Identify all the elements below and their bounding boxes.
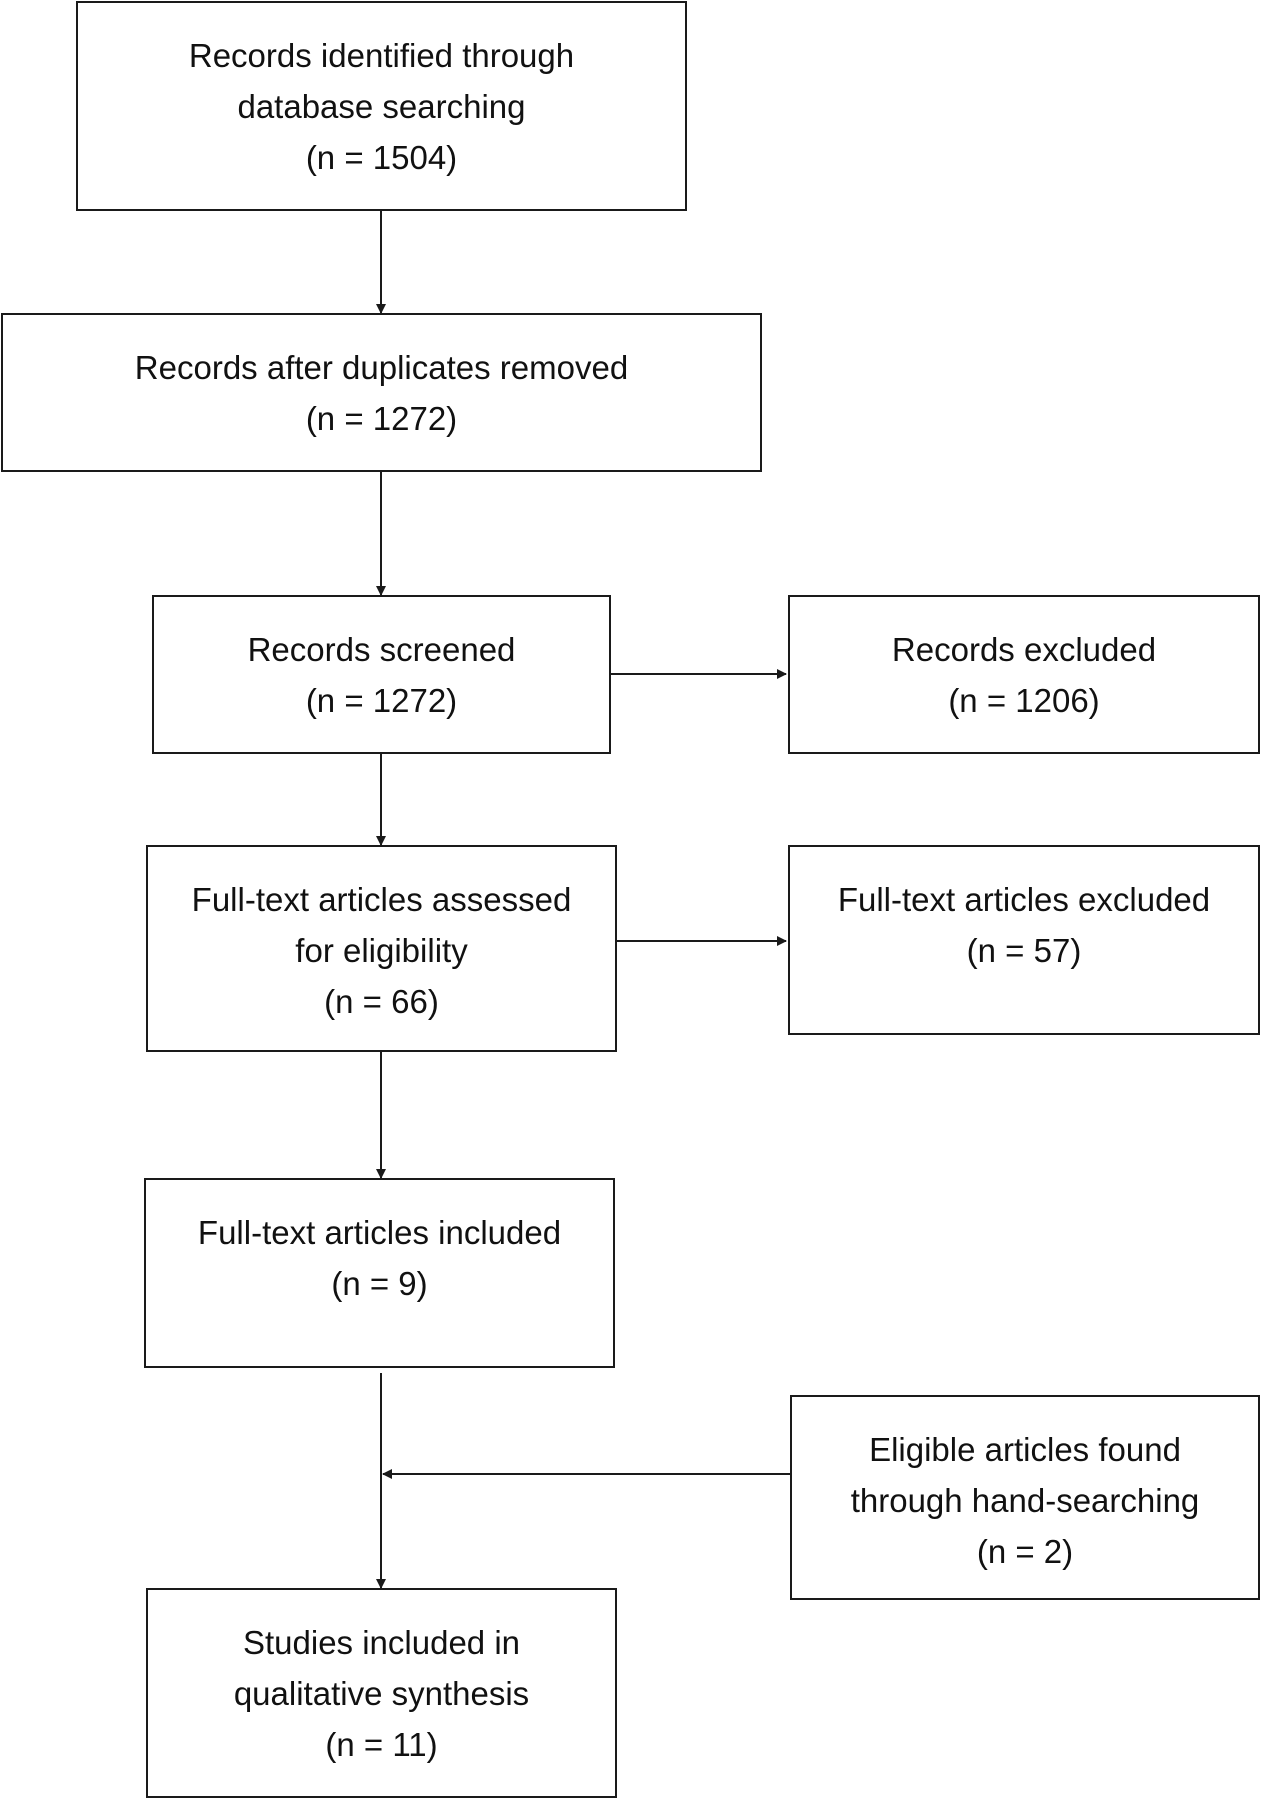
box-records-screened: Records screened (n = 1272) — [152, 595, 611, 754]
records-identified-count: (n = 1504) — [305, 139, 458, 176]
records-excluded-count: (n = 1206) — [948, 682, 1100, 719]
box-records-excluded: Records excluded (n = 1206) — [788, 595, 1260, 754]
fulltext-excluded-count: (n = 57) — [966, 932, 1082, 969]
records-screened-count: (n = 1272) — [305, 682, 458, 719]
fulltext-included-count: (n = 9) — [331, 1265, 428, 1302]
hand-searching-count: (n = 2) — [976, 1533, 1074, 1570]
hand-searching-line1: Eligible articles found — [869, 1431, 1181, 1468]
hand-searching-line2: through hand-searching — [850, 1482, 1200, 1519]
fulltext-assessed-count: (n = 66) — [324, 983, 439, 1020]
box-after-duplicates: Records after duplicates removed (n = 12… — [1, 313, 762, 472]
records-excluded-line1: Records excluded — [891, 631, 1157, 668]
fulltext-excluded-line1: Full-text articles excluded — [837, 881, 1211, 918]
qualitative-line1: Studies included in — [242, 1624, 521, 1661]
box-records-identified: Records identified through database sear… — [76, 1, 687, 211]
fulltext-assessed-line1: Full-text articles assessed — [191, 881, 572, 918]
records-identified-line2: database searching — [237, 88, 526, 125]
records-screened-line1: Records screened — [247, 631, 516, 668]
box-fulltext-excluded: Full-text articles excluded (n = 57) — [788, 845, 1260, 1035]
qualitative-count: (n = 11) — [325, 1726, 438, 1763]
fulltext-included-line1: Full-text articles included — [197, 1214, 562, 1251]
box-fulltext-included: Full-text articles included (n = 9) — [144, 1178, 615, 1368]
fulltext-assessed-line2: for eligibility — [295, 932, 468, 969]
after-duplicates-line1: Records after duplicates removed — [134, 349, 629, 386]
box-fulltext-assessed: Full-text articles assessed for eligibil… — [146, 845, 617, 1052]
after-duplicates-count: (n = 1272) — [305, 400, 458, 437]
box-qualitative-synthesis: Studies included in qualitative synthesi… — [146, 1588, 617, 1798]
records-identified-line1: Records identified through — [188, 37, 575, 74]
box-hand-searching: Eligible articles found through hand-sea… — [790, 1395, 1260, 1600]
qualitative-line2: qualitative synthesis — [233, 1675, 530, 1712]
